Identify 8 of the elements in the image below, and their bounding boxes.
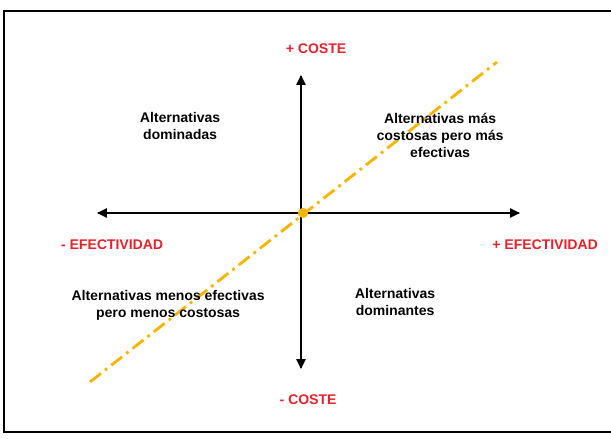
axis-label: + COSTE (284, 40, 348, 57)
axis-label: + EFECTIVIDAD (491, 236, 599, 253)
quadrant-label: Alternativas dominantes (354, 285, 436, 319)
axis-label: - COSTE (278, 391, 338, 408)
quadrant-label: Alternativas dominadas (138, 109, 222, 143)
quadrant-label: Alternativas menos efectivas pero menos costosas (70, 287, 266, 321)
quadrant-label: Alternativas más costosas pero más efectivas (376, 110, 504, 161)
axis-label: - EFECTIVIDAD (60, 236, 164, 253)
